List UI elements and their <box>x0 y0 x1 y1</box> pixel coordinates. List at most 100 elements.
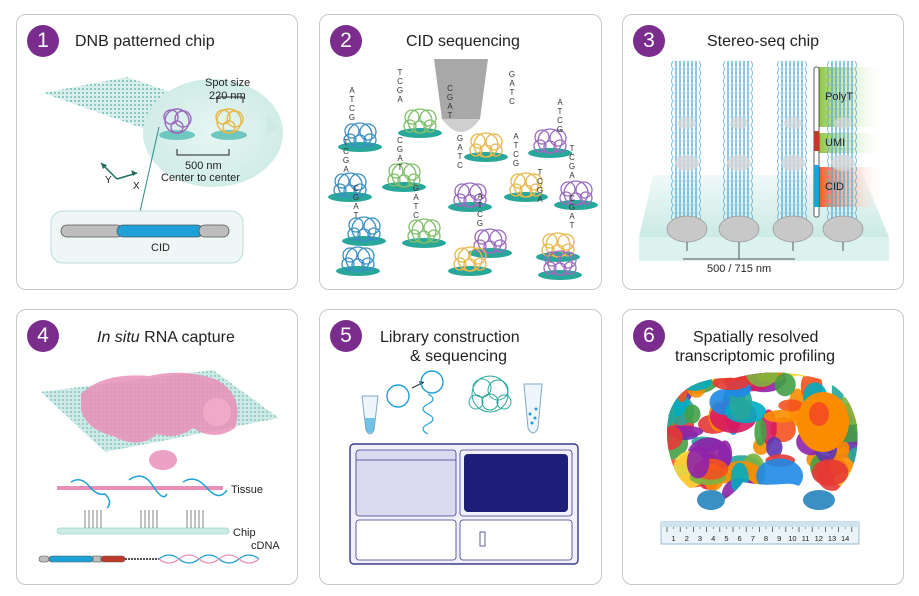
step-badge-6: 6 <box>633 320 665 352</box>
ruler-tick-label: 8 <box>764 534 768 543</box>
base-letter: G <box>397 86 403 95</box>
panel-title: DNB patterned chip <box>75 33 215 50</box>
base-letter: A <box>557 98 563 107</box>
base-letter: G <box>513 159 519 168</box>
cluster-region <box>770 416 796 443</box>
base-letter: C <box>413 211 419 220</box>
ruler-tick-label: 5 <box>724 534 728 543</box>
ruler-tick-label: 2 <box>685 534 689 543</box>
base-letter: G <box>557 125 563 134</box>
base-letter: A <box>537 195 543 204</box>
base-letter: A <box>413 193 419 202</box>
base-letter: T <box>448 111 453 120</box>
probe-pillars <box>666 60 864 251</box>
cluster-region <box>744 483 781 503</box>
cluster-region <box>745 372 779 387</box>
base-letter: C <box>343 147 349 156</box>
panel-library-construction: 5 Library construction & sequencing <box>319 309 602 585</box>
base-letter: C <box>569 194 575 203</box>
library-prep-illustration <box>349 370 579 565</box>
cluster-region <box>670 372 689 387</box>
step-badge-2: 2 <box>330 25 362 57</box>
cid-label: CID <box>151 242 170 254</box>
cluster-region <box>675 372 689 403</box>
base-letter: A <box>513 132 519 141</box>
base-letter: G <box>397 145 403 154</box>
base-letter: T <box>514 141 519 150</box>
ruler-tick-label: 4 <box>711 534 715 543</box>
base-letter: A <box>569 171 575 180</box>
ruler-tick-label: 9 <box>777 534 781 543</box>
panel-title: Stereo-seq chip <box>707 33 820 50</box>
pitch-label: 500 / 715 nm <box>707 263 772 275</box>
base-letter: G <box>447 93 453 102</box>
base-letter: T <box>570 144 575 153</box>
base-letter: A <box>457 143 463 152</box>
ruler-tick-label: 13 <box>828 534 836 543</box>
cluster-region <box>686 446 710 479</box>
cluster-region <box>856 372 858 379</box>
base-letter: G <box>353 193 359 202</box>
base-letter: C <box>397 77 403 86</box>
base-letter: T <box>558 107 563 116</box>
step-badge-4: 4 <box>27 320 59 352</box>
base-letter: T <box>538 168 543 177</box>
cluster-region <box>766 436 783 458</box>
axis-x-label: X <box>133 181 140 192</box>
base-letter: G <box>509 70 515 79</box>
segment-cid: CID <box>825 181 844 193</box>
base-letter: C <box>557 116 563 125</box>
base-letter: G <box>569 162 575 171</box>
base-letter: T <box>458 152 463 161</box>
base-letter: T <box>510 88 515 97</box>
cluster-region <box>778 399 804 412</box>
step-badge-1: 1 <box>27 25 59 57</box>
cdna-label: cDNA <box>251 540 280 552</box>
base-letter: A <box>343 165 349 174</box>
ruler-tick-label: 1 <box>672 534 676 543</box>
panel-title: CID sequencing <box>406 33 520 50</box>
cluster-region <box>754 418 767 446</box>
base-letter: G <box>349 113 355 122</box>
base-letter: A <box>353 202 359 211</box>
spot-size-value: 220 nm <box>209 90 246 102</box>
base-letter: A <box>397 95 403 104</box>
rna-capture-illustration <box>38 370 279 564</box>
cluster-region <box>667 372 695 390</box>
step-badge-5: 5 <box>330 320 362 352</box>
base-letter: G <box>343 156 349 165</box>
base-letter: T <box>478 201 483 210</box>
spacing-value: 500 nm <box>185 160 222 172</box>
base-letter: T <box>414 202 419 211</box>
cluster-region <box>667 424 683 451</box>
panel-title-line2: & sequencing <box>410 348 507 365</box>
spacing-label: Center to center <box>161 172 240 184</box>
cluster-region <box>839 374 858 387</box>
cluster-region <box>667 374 678 399</box>
base-letter: T <box>350 95 355 104</box>
cluster-region <box>835 482 858 503</box>
cluster-region <box>809 402 829 426</box>
dnb-chip-illustration <box>43 77 283 264</box>
base-letter: T <box>398 163 403 172</box>
panel-title-line1: Spatially resolved <box>693 329 819 346</box>
base-letter: C <box>457 161 463 170</box>
panel-title: In situ RNA capture <box>97 328 235 347</box>
spot-size-label: Spot size <box>205 77 251 89</box>
panel-spatial-profiling: 6 Spatially resolved transcriptomic prof… <box>622 309 904 585</box>
panel-stereo-seq-chip: 3 Stereo-seq chip PolyT UMI CID 500 / 71… <box>622 14 904 290</box>
cluster-region <box>678 372 712 391</box>
cluster-region <box>848 446 858 464</box>
cluster-region <box>756 458 803 494</box>
cluster-region <box>742 490 762 503</box>
ruler-tick-label: 6 <box>738 534 742 543</box>
base-letter: C <box>537 177 543 186</box>
base-letter: C <box>397 136 403 145</box>
ruler-tick-label: 10 <box>788 534 796 543</box>
title-italic: In situ <box>97 329 140 346</box>
stereo-seq-illustration <box>639 60 889 261</box>
base-letter: G <box>569 203 575 212</box>
base-letter: G <box>457 134 463 143</box>
base-letter: C <box>513 150 519 159</box>
